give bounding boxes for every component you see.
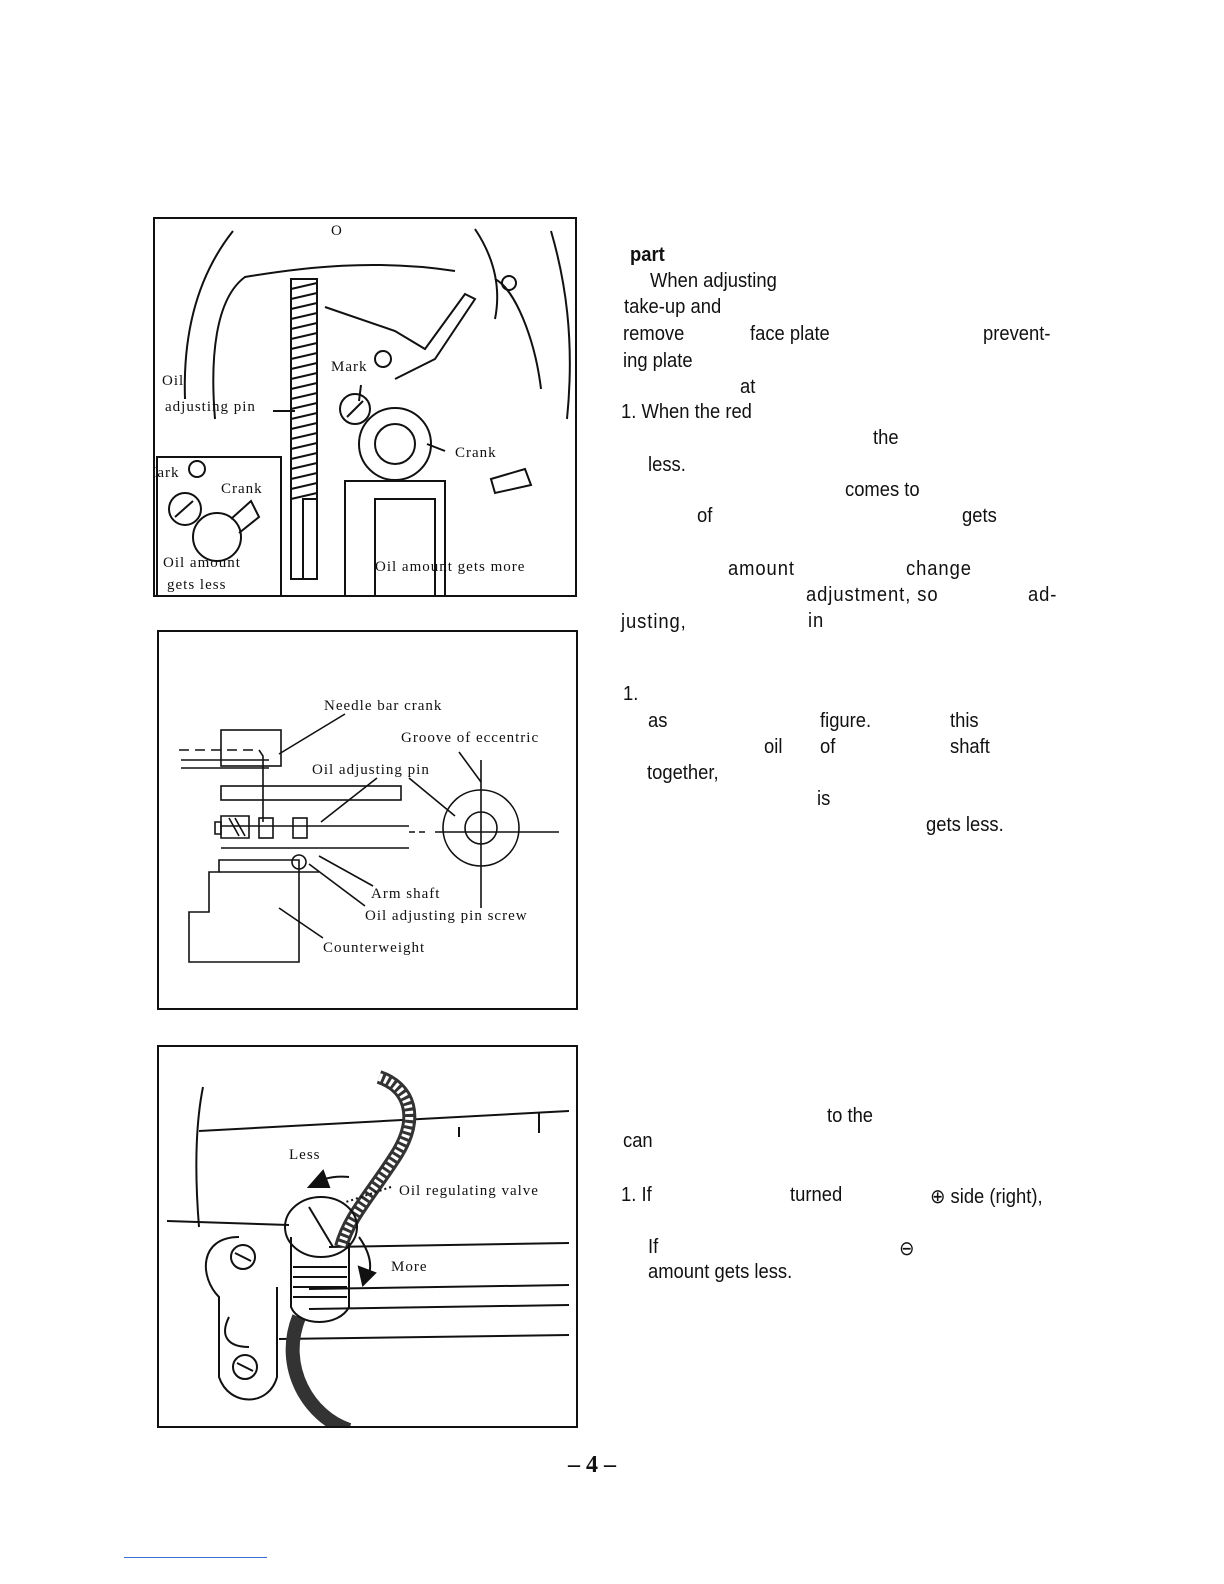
text-shaft: shaft — [950, 736, 990, 758]
text-adjustment-so: adjustment, so — [806, 584, 939, 606]
text-change: change — [906, 558, 972, 580]
small-circle-mark: O — [331, 223, 343, 239]
text-item-1-if: 1. If — [621, 1184, 652, 1206]
text-when-adjusting: When adjusting — [650, 270, 777, 292]
text-this: this — [950, 710, 979, 732]
text-gets-less: gets less. — [926, 814, 1004, 836]
text-can: can — [623, 1130, 653, 1152]
label-oil-adjusting-pin-screw: Oil adjusting pin screw — [365, 908, 528, 924]
text-prevent: prevent- — [983, 323, 1051, 345]
label-gets-less: gets less — [167, 577, 227, 593]
text-of-2: of — [820, 736, 836, 758]
text-if: If — [648, 1236, 659, 1258]
text-comes-to: comes to — [845, 479, 920, 501]
label-needle-bar-crank: Needle bar crank — [324, 698, 443, 714]
text-face-plate: face plate — [750, 323, 830, 345]
text-justing: justing, — [621, 611, 687, 633]
label-oil: Oil — [162, 373, 185, 389]
label-adjusting-pin: adjusting pin — [165, 399, 256, 415]
figure2-drawing — [179, 713, 559, 963]
label-arm-shaft: Arm shaft — [371, 886, 441, 902]
text-the: the — [873, 427, 899, 449]
text-in: in — [808, 610, 825, 632]
text-oil: oil — [764, 736, 783, 758]
label-less: Less — [289, 1147, 321, 1163]
label-crank-inset: Crank — [221, 481, 263, 497]
text-figure: figure. — [820, 710, 872, 732]
text-as: as — [648, 710, 668, 732]
label-oil-amount: Oil amount — [163, 555, 241, 571]
page-number: – 4 – — [568, 1452, 616, 1478]
label-crank-right: Crank — [455, 445, 497, 461]
text-less: less. — [648, 454, 686, 476]
text-is: is — [817, 788, 831, 810]
label-oil-regulating-valve: Oil regulating valve — [399, 1183, 539, 1199]
label-more: More — [391, 1259, 428, 1275]
footer-divider — [124, 1557, 267, 1558]
figure-needle-bar-crank: Needle bar crank Groove of eccentric Oil… — [157, 630, 578, 1010]
text-amount-gets-less: amount gets less. — [648, 1261, 793, 1283]
text-item-1: 1. — [623, 683, 639, 705]
figure-oil-regulating-valve: Less Oil regulating valve More — [157, 1045, 578, 1428]
text-ad: ad- — [1028, 584, 1058, 606]
label-counterweight: Counterweight — [323, 940, 426, 956]
text-amount: amount — [728, 558, 795, 580]
text-plus-side-right: ⊕ side (right), — [930, 1186, 1043, 1208]
text-ing-plate: ing plate — [623, 350, 693, 372]
figure-oil-adjusting-pin: O Oil adjusting pin Mark Crank Mark Cran… — [153, 217, 577, 597]
figure3-drawing — [166, 1070, 570, 1426]
label-groove-of-eccentric: Groove of eccentric — [401, 730, 540, 746]
label-oil-amount-gets-more: Oil amount gets more — [375, 559, 526, 575]
text-minus-sign: ⊖ — [899, 1238, 915, 1260]
text-turned: turned — [790, 1184, 843, 1206]
label-oil-adjusting-pin: Oil adjusting pin — [312, 762, 430, 778]
text-to-the: to the — [827, 1105, 874, 1127]
text-take-up-and: take-up and — [624, 296, 722, 318]
text-together: together, — [647, 762, 719, 784]
label-mark-top: Mark — [331, 359, 368, 375]
figure1-drawing — [156, 228, 571, 595]
text-remove: remove — [623, 323, 685, 345]
text-at: at — [740, 376, 756, 398]
label-mark-inset: Mark — [155, 465, 180, 481]
text-of: of — [697, 505, 713, 527]
text-when-the-red: 1. When the red — [621, 401, 752, 423]
text-part-heading: part — [630, 244, 665, 266]
text-gets: gets — [962, 505, 997, 527]
